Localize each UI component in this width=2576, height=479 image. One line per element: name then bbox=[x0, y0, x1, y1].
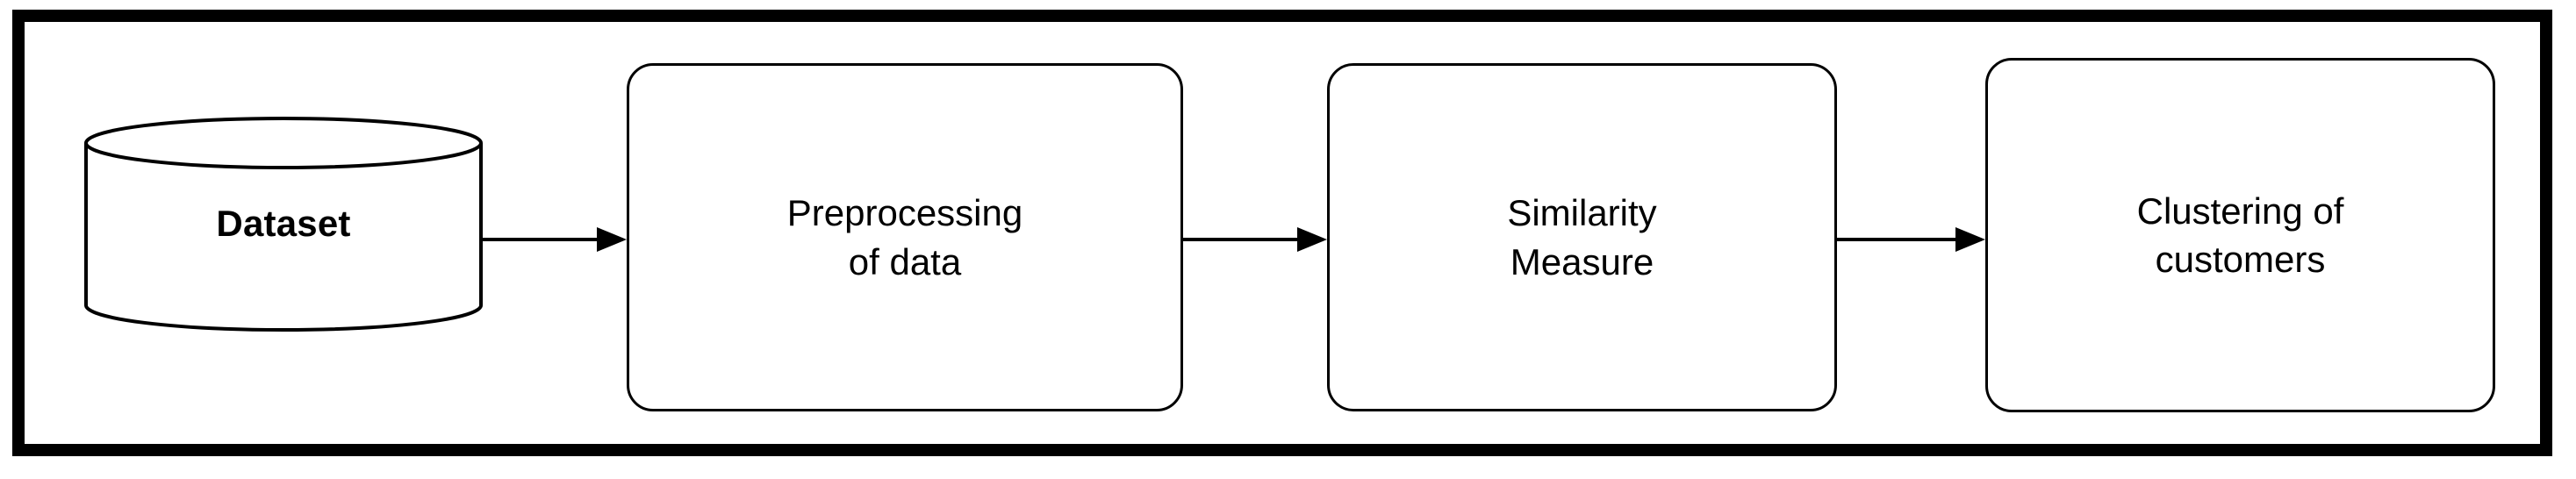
arrow-head-icon bbox=[597, 227, 627, 252]
node-dataset-label: Dataset bbox=[216, 203, 351, 245]
arrow-shaft bbox=[1837, 238, 1959, 241]
node-preprocessing[interactable]: Preprocessing of data bbox=[627, 63, 1183, 411]
node-clustering-label: Clustering of customers bbox=[2136, 189, 2344, 280]
node-similarity-label: Similarity Measure bbox=[1507, 192, 1657, 282]
arrow-head-icon bbox=[1297, 227, 1327, 252]
node-dataset[interactable]: Dataset bbox=[84, 117, 483, 332]
arrow-preprocessing-to-similarity bbox=[1183, 222, 1329, 257]
node-clustering[interactable]: Clustering of customers bbox=[1985, 58, 2495, 412]
arrow-shaft bbox=[1183, 238, 1301, 241]
arrow-head-icon bbox=[1955, 227, 1985, 252]
arrow-similarity-to-clustering bbox=[1837, 222, 1987, 257]
node-preprocessing-label: Preprocessing of data bbox=[786, 192, 1023, 282]
arrow-shaft bbox=[483, 238, 600, 241]
node-similarity[interactable]: Similarity Measure bbox=[1327, 63, 1837, 411]
cylinder-shape bbox=[84, 117, 483, 332]
arrow-dataset-to-preprocessing bbox=[483, 222, 628, 257]
